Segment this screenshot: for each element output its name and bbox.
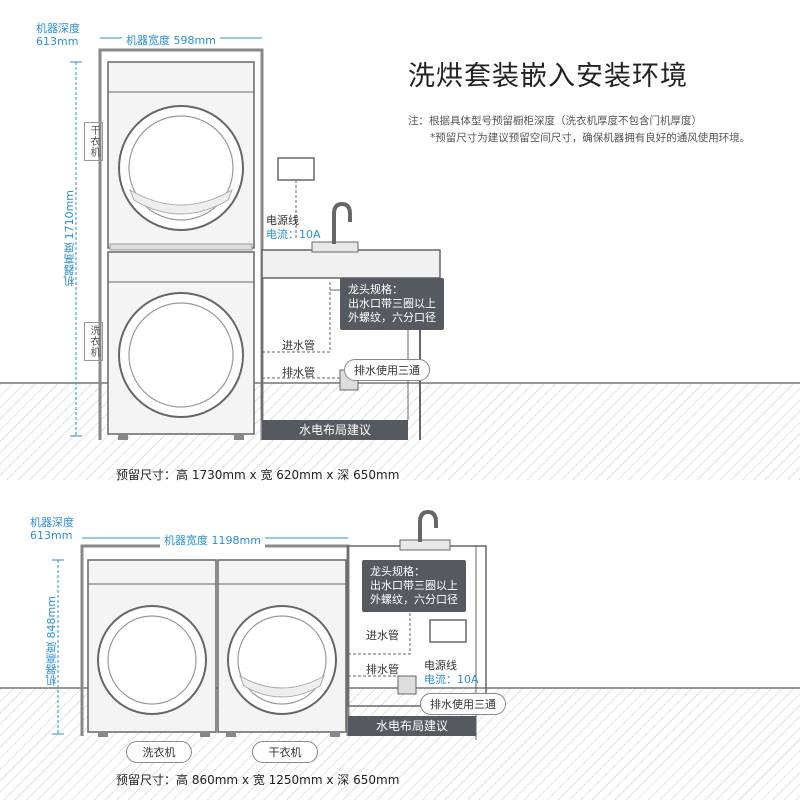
top-reserve-size: 预留尺寸：高 1730mm x 宽 620mm x 深 650mm: [116, 468, 400, 482]
bottom-inlet-label: 进水管: [366, 629, 399, 642]
bottom-layout-advice: 水电布局建议: [375, 719, 448, 733]
bottom-drain-tee-pill: 排水使用三通: [420, 693, 506, 715]
bottom-reserve-size: 预留尺寸：高 860mm x 宽 1250mm x 深 650mm: [116, 773, 400, 787]
top-socket: [277, 157, 315, 181]
bottom-washer-tag: 洗衣机: [126, 741, 192, 763]
top-faucet-spec-box: 龙头规格： 出水口带三圈以上 外螺纹，六分口径: [340, 278, 444, 330]
note-line-2: *预留尺寸为建议预留空间尺寸，确保机器拥有良好的通风使用环境。: [430, 132, 751, 144]
bottom-faucet-spec-3: 外螺纹，六分口径: [370, 593, 458, 606]
top-depth-label: 机器深度: [36, 22, 80, 35]
bottom-faucet-spec-2: 出水口带三圈以上: [370, 579, 458, 592]
top-dryer-tag: 干衣机: [84, 122, 103, 161]
top-counter: [261, 249, 441, 279]
bottom-depth-label: 机器深度: [30, 516, 74, 529]
bottom-power-line-label: 电源线: [424, 659, 457, 672]
bottom-drain-trap: [397, 675, 417, 695]
bottom-dryer-tag: 干衣机: [252, 741, 318, 763]
bottom-faucet: [418, 509, 438, 542]
top-power-line-label: 电源线: [266, 214, 299, 227]
top-faucet: [332, 201, 352, 244]
top-drain-label: 排水管: [282, 366, 315, 379]
top-washer-tag: 洗衣机: [84, 322, 103, 361]
top-width-label: 机器宽度 598mm: [122, 32, 220, 48]
bottom-depth-value: 613mm: [30, 529, 73, 542]
bottom-faucet-spec-box: 龙头规格： 出水口带三圈以上 外螺纹，六分口径: [362, 560, 466, 612]
top-current-label: 电流：10A: [266, 228, 321, 241]
bottom-current-label: 电流：10A: [424, 673, 479, 686]
top-faucet-spec-2: 出水口带三圈以上: [348, 297, 436, 310]
top-depth-value: 613mm: [36, 35, 79, 48]
bottom-drain-label: 排水管: [366, 663, 399, 676]
bottom-height-label: 机器高度 848mm: [45, 596, 58, 686]
top-cabinet-frame: [98, 48, 264, 440]
page-title: 洗烘套装嵌入安装环境: [408, 61, 688, 92]
top-layout-advice: 水电布局建议: [298, 423, 371, 437]
bottom-socket: [429, 619, 467, 643]
top-inlet-label: 进水管: [282, 339, 315, 352]
bottom-width-label: 机器宽度 1198mm: [160, 532, 265, 548]
top-drain-tee-pill: 排水使用三通: [344, 359, 430, 381]
top-faucet-spec-1: 龙头规格：: [348, 283, 403, 296]
note-line-1: 注：根据具体型号预留橱柜深度（洗衣机厚度不包含门机厚度）: [408, 115, 702, 127]
bottom-faucet-spec-1: 龙头规格：: [370, 565, 425, 578]
top-height-label: 机器高度 1710mm: [63, 190, 76, 287]
top-faucet-spec-3: 外螺纹，六分口径: [348, 311, 436, 324]
